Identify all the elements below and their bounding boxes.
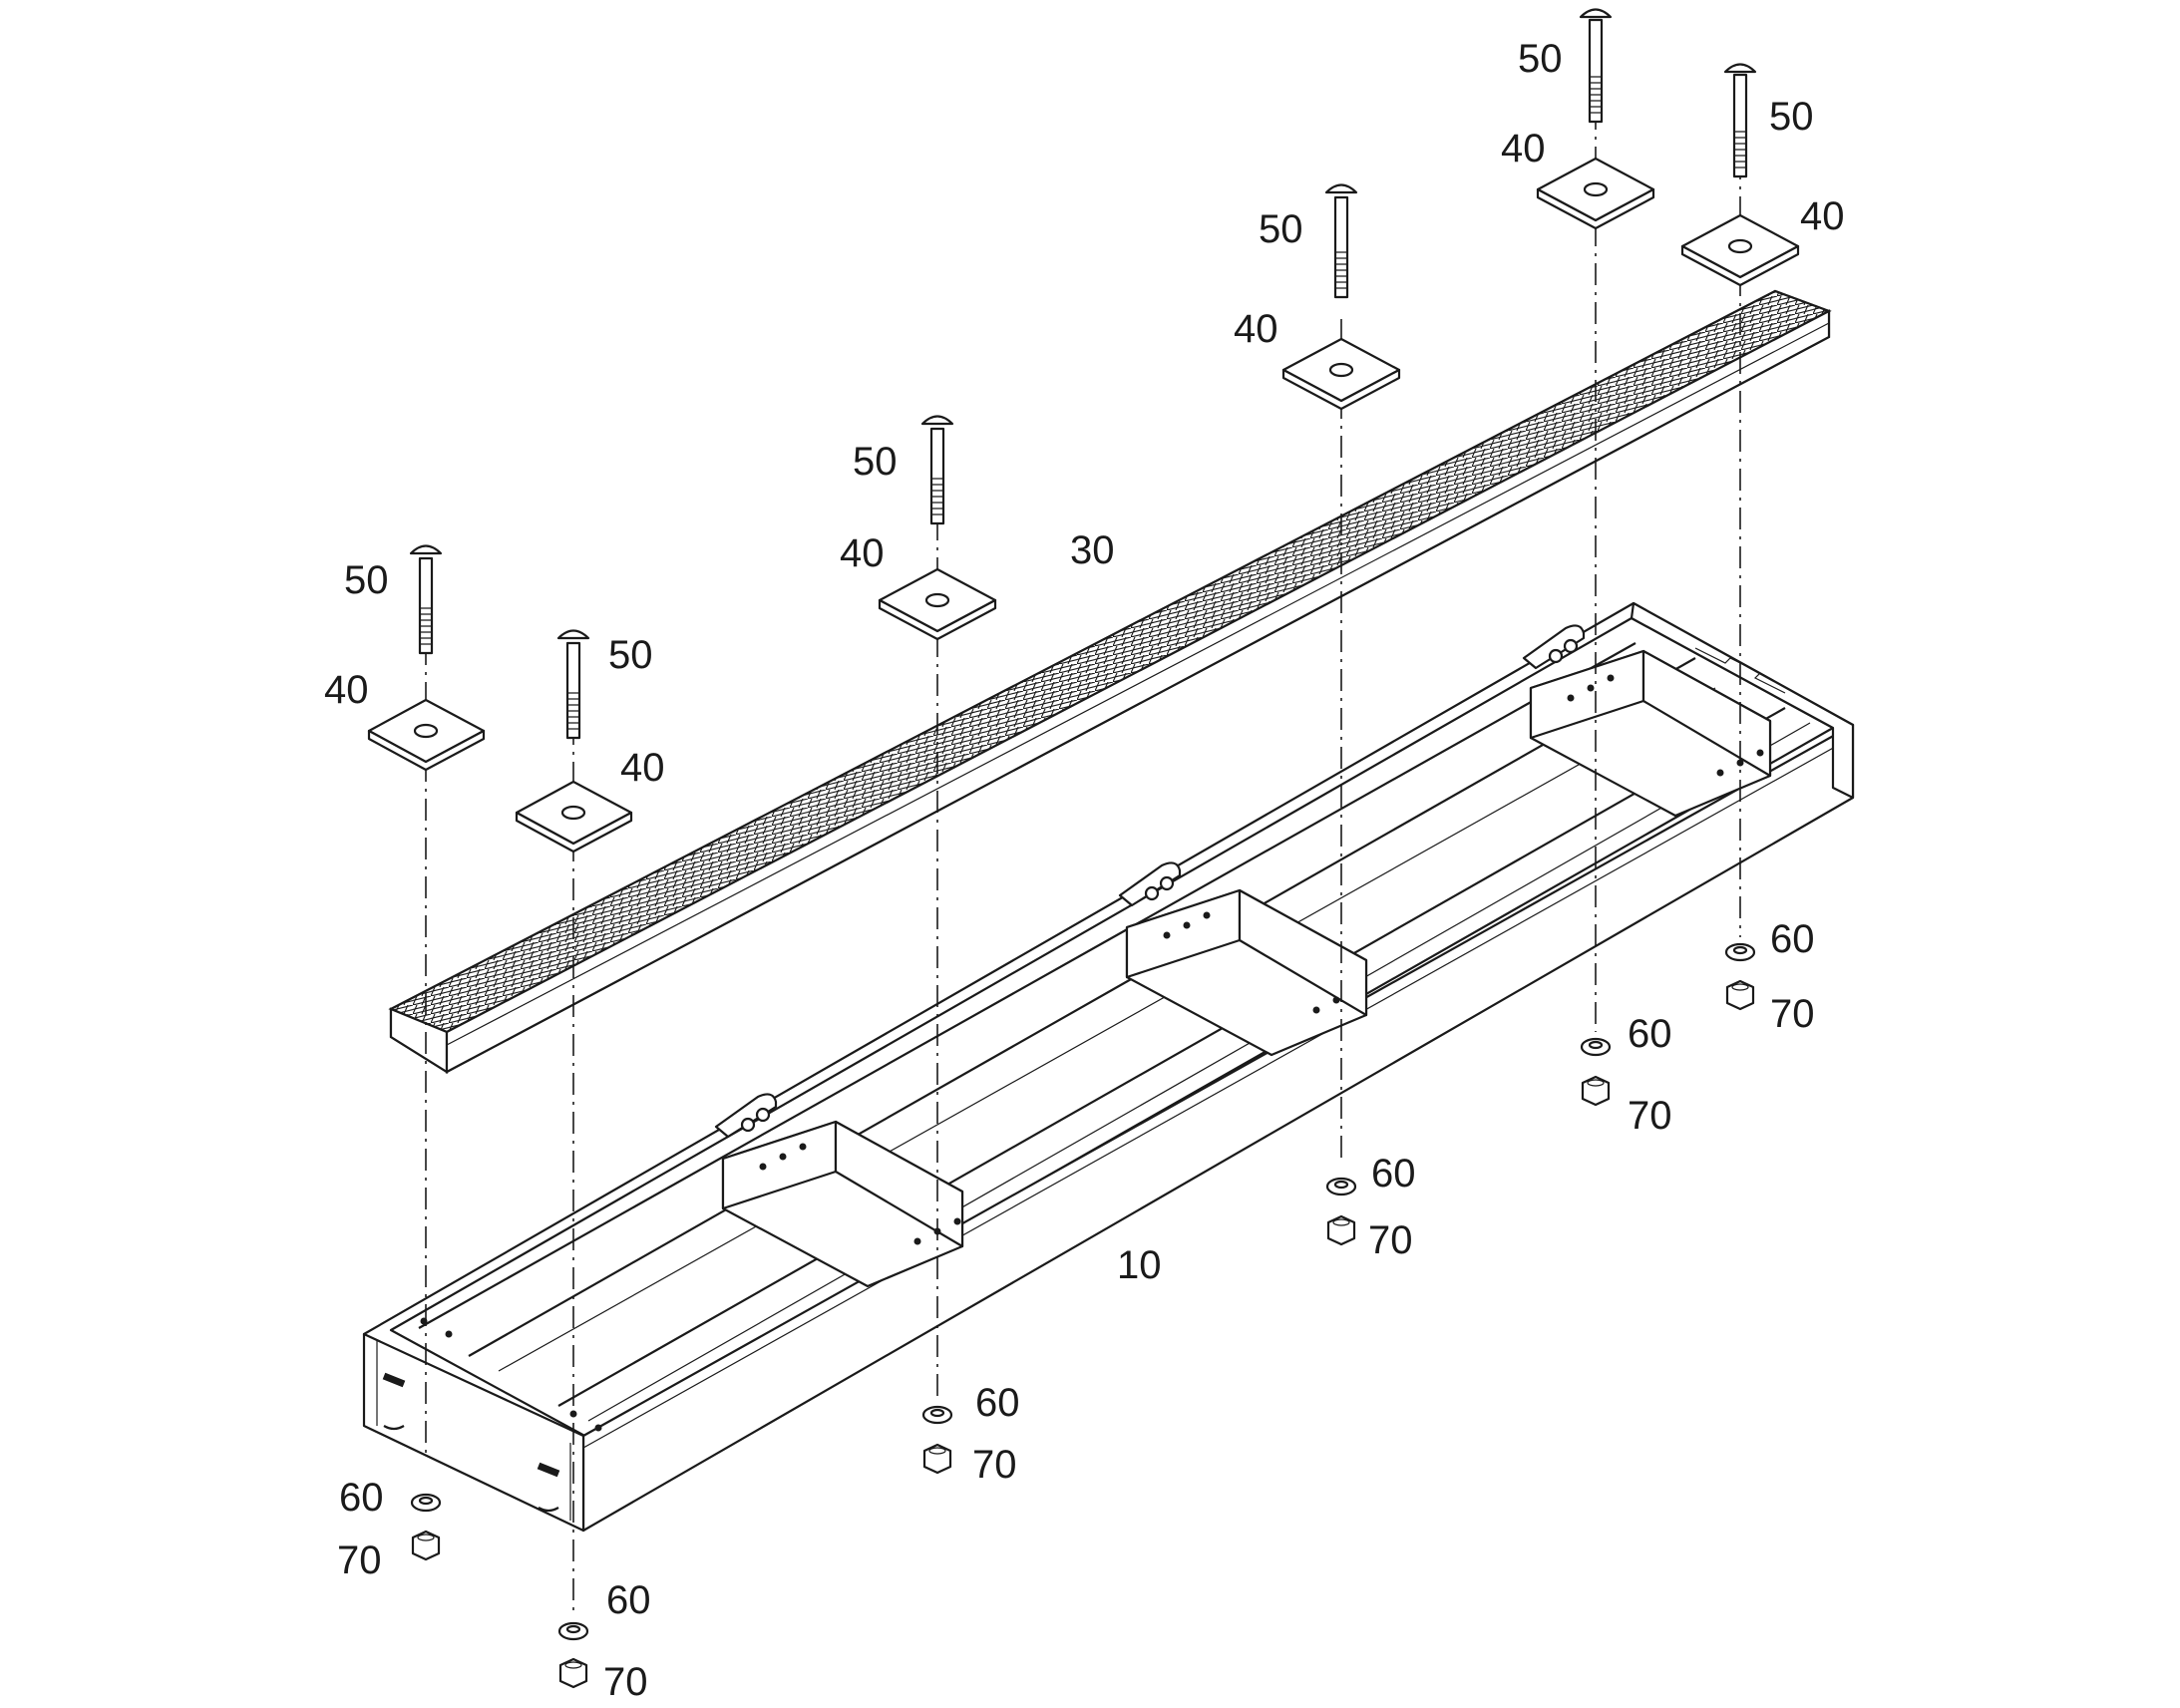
plate [878, 567, 997, 641]
label-plate: 40 [1501, 127, 1546, 171]
reference-labels: 10 30 50 40 50 40 50 40 50 40 50 40 50 4… [324, 37, 1845, 1704]
label-plate: 40 [1800, 194, 1845, 238]
label-nut: 70 [1770, 992, 1815, 1036]
washer [557, 1621, 589, 1641]
nut [411, 1530, 441, 1561]
washer [921, 1405, 953, 1425]
label-bolt: 50 [1769, 95, 1814, 139]
bolt [1579, 8, 1613, 124]
label-grating: 30 [1070, 528, 1115, 572]
label-plate: 40 [620, 746, 665, 790]
label-nut: 70 [972, 1443, 1017, 1487]
washer [410, 1493, 442, 1513]
plate [515, 780, 633, 854]
bracket-middle [1118, 861, 1368, 1057]
label-washer: 60 [1371, 1152, 1416, 1196]
bolt [556, 629, 590, 740]
label-washer: 60 [606, 1578, 651, 1622]
label-plate: 40 [1234, 307, 1278, 351]
frame-walls [362, 601, 1855, 1533]
label-nut: 70 [603, 1660, 648, 1704]
plates [367, 157, 1800, 854]
bracket-left [714, 1093, 964, 1288]
bracket-right [1522, 624, 1772, 818]
washer [1325, 1177, 1357, 1196]
label-bolt: 50 [853, 440, 898, 484]
nut [1725, 979, 1755, 1011]
grating [388, 289, 1832, 1074]
frame-body [362, 601, 1855, 1533]
label-nut: 70 [337, 1538, 382, 1582]
washers [410, 942, 1756, 1641]
plate [1680, 213, 1800, 287]
washer [1724, 942, 1756, 962]
label-bolt: 50 [608, 633, 653, 677]
label-plate: 40 [840, 531, 885, 575]
plate [1536, 157, 1655, 230]
bolt [920, 415, 954, 525]
nut [1326, 1214, 1356, 1246]
label-washer: 60 [1770, 917, 1815, 961]
label-bolt: 50 [1259, 207, 1303, 251]
label-nut: 70 [1368, 1218, 1413, 1262]
nut [922, 1443, 952, 1475]
plate [367, 698, 486, 772]
nut [558, 1657, 588, 1689]
bolt [1723, 63, 1757, 178]
washer [1580, 1037, 1612, 1057]
bolt [1324, 183, 1358, 299]
label-washer: 60 [1628, 1012, 1672, 1056]
label-washer: 60 [975, 1381, 1020, 1425]
plate [1281, 337, 1401, 411]
nuts [411, 979, 1755, 1689]
label-frame: 10 [1117, 1243, 1162, 1287]
bolt [409, 544, 443, 655]
label-bolt: 50 [344, 558, 389, 602]
bolts [409, 8, 1757, 740]
nut [1581, 1075, 1611, 1107]
label-plate: 40 [324, 668, 369, 712]
label-washer: 60 [339, 1476, 384, 1520]
label-bolt: 50 [1518, 37, 1563, 81]
label-nut: 70 [1628, 1094, 1672, 1138]
